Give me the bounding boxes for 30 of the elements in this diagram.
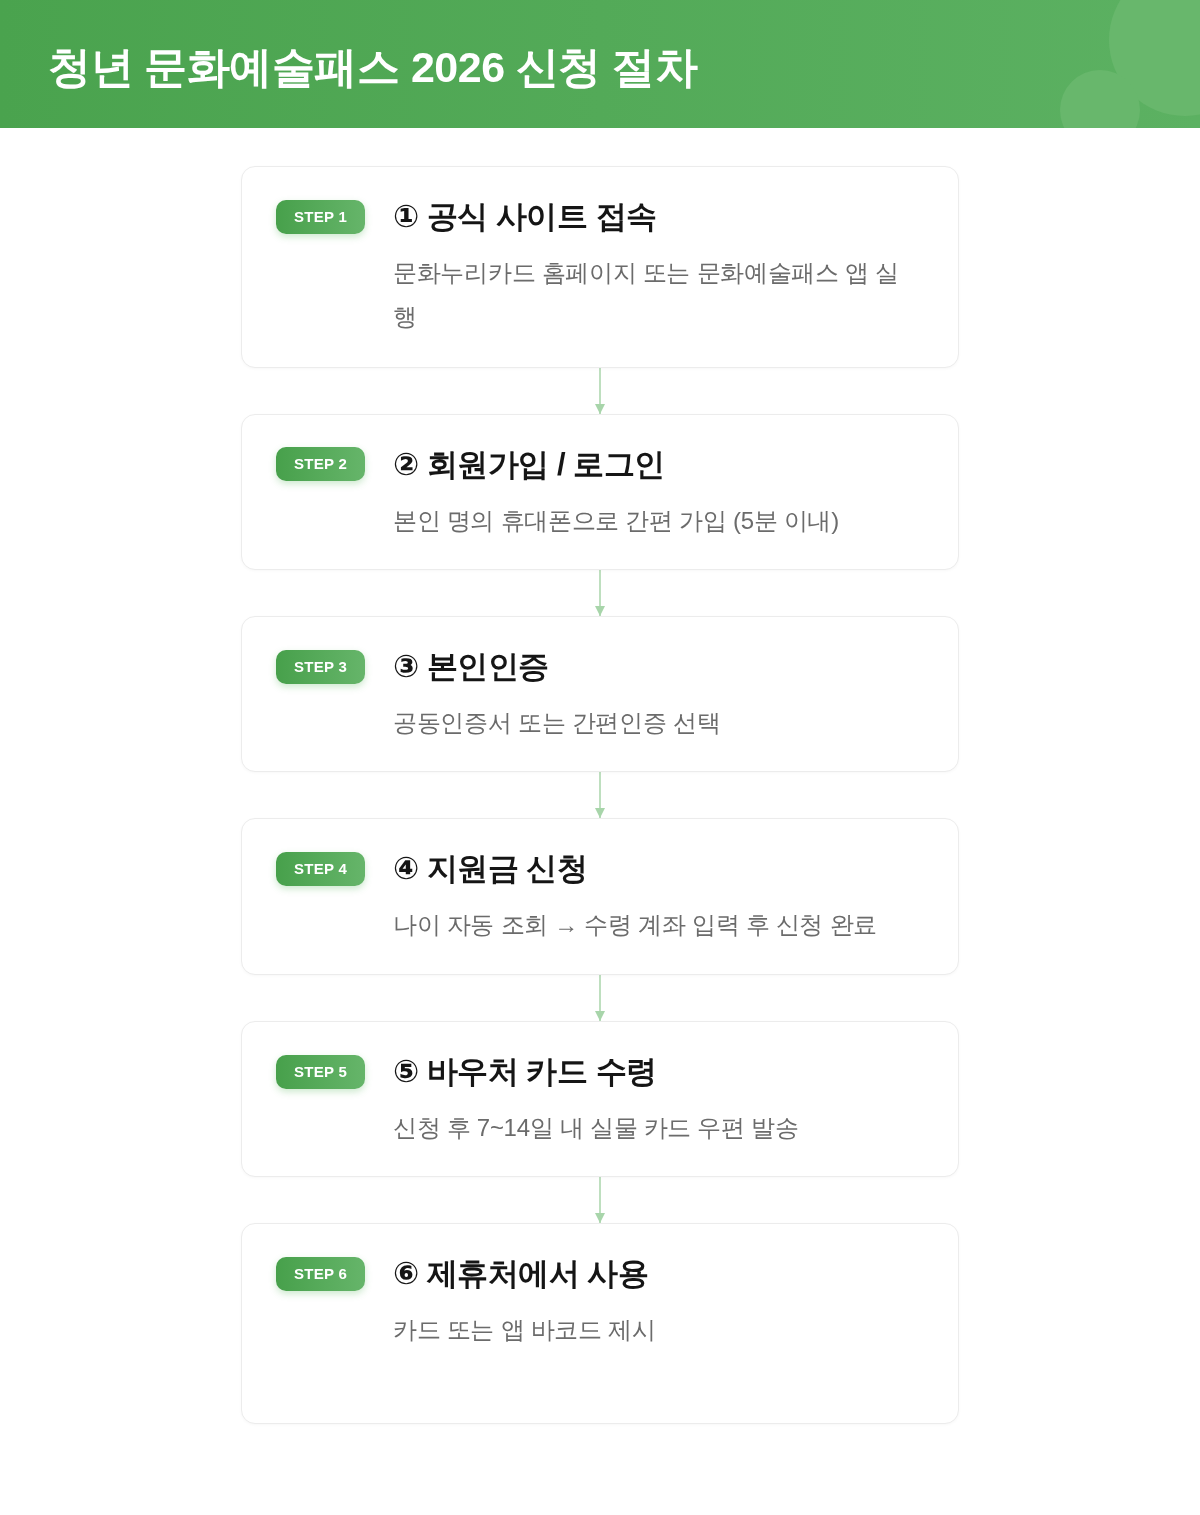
step-description: 문화누리카드 홈페이지 또는 문화예술패스 앱 실행 bbox=[393, 258, 900, 332]
arrow bbox=[595, 1176, 605, 1224]
step-description: 본인 명의 휴대폰으로 간편 가입 (5분 이내) bbox=[393, 506, 840, 536]
step-heading: ⑥ 제휴처에서 사용 bbox=[393, 1255, 649, 1293]
step-description: 공동인증서 또는 간편인증 선택 bbox=[393, 708, 722, 738]
step-card bbox=[241, 166, 959, 368]
step-badge: STEP 5 bbox=[276, 1055, 366, 1089]
step-heading: ② 회원가입 / 로그인 bbox=[393, 446, 665, 484]
step-description: 나이 자동 조회 → 수령 계좌 입력 후 신청 완료 bbox=[393, 910, 878, 940]
arrow bbox=[595, 771, 605, 819]
step-card bbox=[241, 616, 959, 772]
step-heading: ⑤ 바우처 카드 수령 bbox=[393, 1053, 657, 1091]
step-badge: STEP 1 bbox=[276, 200, 366, 234]
step-heading: ① 공식 사이트 접속 bbox=[393, 198, 657, 236]
step-heading: ④ 지원금 신청 bbox=[393, 850, 588, 888]
step-description: 카드 또는 앱 바코드 제시 bbox=[393, 1315, 657, 1345]
step-description: 신청 후 7~14일 내 실물 카드 우편 발송 bbox=[393, 1113, 800, 1143]
step-heading: ③ 본인인증 bbox=[393, 648, 549, 686]
step-badge: STEP 3 bbox=[276, 650, 366, 684]
step-badge: STEP 4 bbox=[276, 852, 366, 886]
step-badge: STEP 2 bbox=[276, 447, 366, 481]
arrow bbox=[595, 569, 605, 617]
arrow bbox=[595, 367, 605, 415]
step-card bbox=[241, 414, 959, 570]
step-card bbox=[241, 1021, 959, 1177]
arrow bbox=[595, 974, 605, 1022]
step-badge: STEP 6 bbox=[276, 1257, 366, 1291]
page-title: 청년 문화예술패스 2026 신청 절차 bbox=[48, 42, 698, 93]
step-card bbox=[241, 1223, 959, 1424]
step-card bbox=[241, 818, 959, 975]
